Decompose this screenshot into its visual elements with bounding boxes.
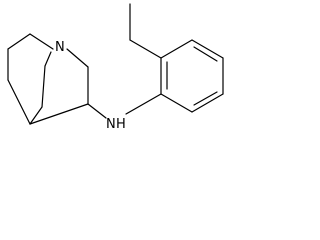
bond-c3-nh	[87, 103, 107, 119]
bond-ring-ethyl	[129, 39, 162, 59]
ring-nitrogen-label: N	[55, 40, 65, 55]
amine-hydrogen-label: H	[116, 117, 126, 132]
bond-bridge-c-c4	[7, 79, 31, 125]
bond-ring-2-3	[160, 39, 193, 59]
molecule-diagram: N N H	[7, 3, 224, 132]
bond-n1-c2	[66, 48, 89, 68]
bond-nh-phenyl	[125, 93, 162, 115]
bond-ring-3-4	[191, 39, 224, 59]
bond-bridge-a-b	[7, 33, 31, 50]
amine-nitrogen-label: N	[106, 117, 116, 132]
bond-back-b-c4	[29, 106, 43, 125]
bond-ring-double-c	[193, 91, 218, 106]
bond-ring-double-b	[193, 46, 218, 62]
bond-back-a-b	[41, 65, 46, 108]
bond-ring-5-6	[191, 93, 224, 113]
bond-n1-back-a	[44, 51, 52, 67]
bond-n1-bridge-a	[29, 33, 54, 50]
bond-ring-6-1	[160, 93, 193, 113]
bond-c3-c4	[29, 103, 89, 125]
